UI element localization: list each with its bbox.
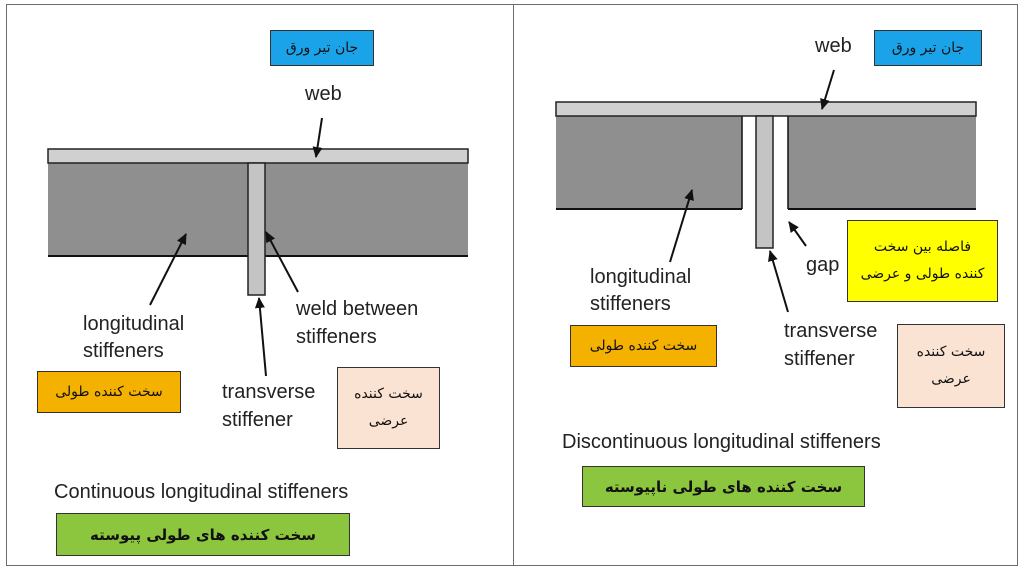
left-caption-fa-box: سخت کننده های طولی پیوسته bbox=[56, 513, 350, 556]
left-transverse-arrow bbox=[254, 297, 267, 377]
right-gap-fa-box: فاصله بین سخت کننده طولی و عرضی bbox=[847, 220, 998, 302]
right-caption: Discontinuous longitudinal stiffeners bbox=[562, 431, 881, 453]
left-longitudinal-label-1: longitudinal bbox=[83, 313, 184, 335]
right-longitudinal-stiffener-left bbox=[556, 116, 742, 209]
right-diagram: web longitudinal stiffeners gap transver… bbox=[555, 35, 977, 453]
right-transverse-arrow bbox=[768, 250, 789, 313]
left-transverse-fa-line-1: سخت کننده bbox=[354, 386, 423, 403]
left-web-fa-box: جان تیر ورق bbox=[270, 30, 374, 66]
left-weld-label-1: weld between bbox=[295, 298, 418, 320]
right-caption-fa-box: سخت کننده های طولی ناپیوسته bbox=[582, 466, 865, 507]
right-longitudinal-fa-box: سخت کننده طولی bbox=[570, 325, 717, 367]
right-transverse-fa-box: سخت کننده عرضی bbox=[897, 324, 1005, 408]
right-web-arrow bbox=[820, 69, 835, 110]
left-transverse-label-2: stiffener bbox=[222, 409, 293, 431]
right-gap-fa-line-2: کننده طولی و عرضی bbox=[860, 266, 985, 282]
left-web-arrow bbox=[312, 117, 323, 158]
left-transverse-label-1: transverse bbox=[222, 381, 315, 403]
left-longitudinal-arrow bbox=[149, 233, 187, 306]
right-transverse-fa-line-2: عرضی bbox=[931, 371, 971, 387]
right-longitudinal-label-1: longitudinal bbox=[590, 266, 691, 288]
figure-frame bbox=[6, 4, 1018, 566]
right-web-fa-box: جان تیر ورق bbox=[874, 30, 982, 66]
right-longitudinal-label-2: stiffeners bbox=[590, 293, 671, 315]
right-gap-label: gap bbox=[806, 254, 839, 276]
left-caption: Continuous longitudinal stiffeners bbox=[54, 481, 348, 503]
left-transverse-fa-box: سخت کننده عرضی bbox=[337, 367, 440, 449]
right-gap-fa-line-1: فاصله بین سخت bbox=[873, 239, 972, 256]
right-web-label: web bbox=[814, 35, 852, 57]
left-web-label: web bbox=[304, 83, 342, 105]
panel-divider bbox=[513, 4, 514, 566]
left-longitudinal-fa-box: سخت کننده طولی bbox=[37, 371, 181, 413]
right-transverse-label-1: transverse bbox=[784, 320, 877, 342]
right-longitudinal-stiffener-right bbox=[788, 116, 976, 209]
left-longitudinal-label-2: stiffeners bbox=[83, 340, 164, 362]
right-transverse-label-2: stiffener bbox=[784, 348, 855, 370]
right-web-plate bbox=[555, 101, 977, 117]
left-transverse-stiffener bbox=[247, 162, 266, 296]
left-weld-arrow bbox=[265, 231, 299, 293]
right-gap-arrow bbox=[788, 221, 807, 247]
left-transverse-fa-line-2: عرضی bbox=[368, 413, 409, 429]
left-diagram: web longitudinal stiffeners weld between… bbox=[47, 83, 469, 503]
left-web-plate bbox=[47, 148, 469, 164]
right-longitudinal-arrow bbox=[669, 189, 694, 263]
right-transverse-stiffener bbox=[755, 115, 774, 249]
left-weld-label-2: stiffeners bbox=[296, 326, 377, 348]
right-transverse-fa-line-1: سخت کننده bbox=[916, 344, 986, 361]
